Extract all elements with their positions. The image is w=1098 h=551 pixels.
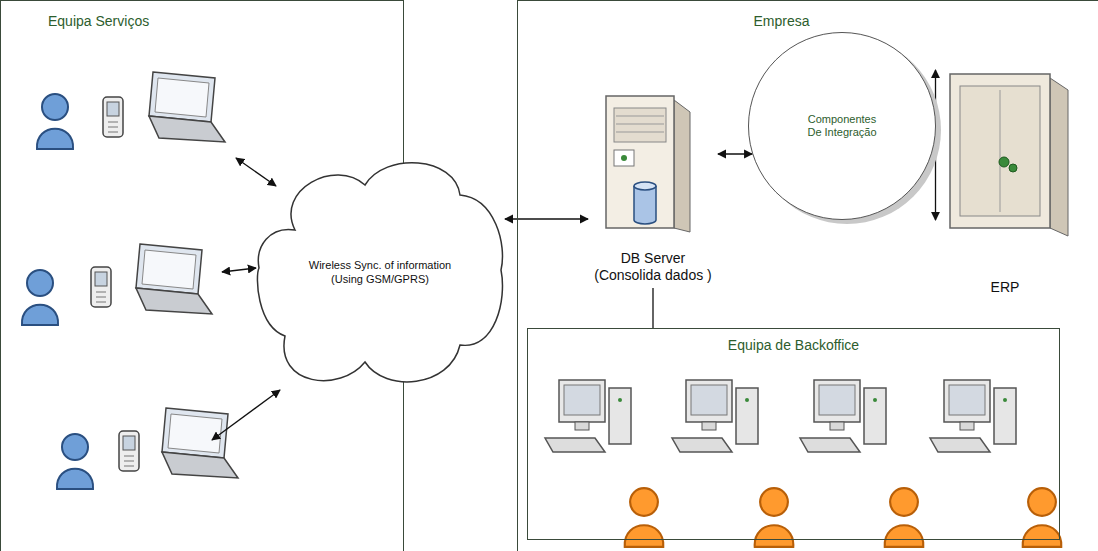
group-title: Equipa Serviços — [48, 13, 149, 30]
connector — [652, 288, 653, 328]
group-title: Empresa — [753, 13, 809, 30]
db-server: DB Server(Consolida dados ) — [588, 88, 718, 288]
node-label: Wireless Sync. of information (Using GSM… — [298, 259, 463, 285]
backoffice-user — [885, 488, 924, 547]
mobile-phone — [103, 97, 123, 137]
group-title: Equipa de Backoffice — [728, 337, 859, 354]
mobile-phone — [91, 267, 111, 307]
erp-server: ERP — [935, 70, 1075, 300]
sync-arrow — [236, 158, 276, 186]
field-user — [37, 94, 73, 149]
node-label: (Consolida dados ) — [594, 267, 712, 284]
backoffice-user — [755, 488, 794, 547]
network-cloud: Wireless Sync. of information (Using GSM… — [255, 150, 505, 395]
node-label: DB Server — [621, 250, 686, 267]
cloud-shape — [257, 163, 502, 382]
connector — [935, 70, 936, 220]
backoffice-group: Equipa de Backoffice — [527, 328, 1060, 540]
desktop-computer — [800, 380, 886, 452]
erp-server-icon — [950, 74, 1068, 236]
node-label: Componentes De Integração — [802, 113, 882, 139]
laptop — [149, 72, 225, 142]
sync-arrow — [212, 390, 280, 440]
integration-circle: Componentes De Integração — [748, 32, 936, 220]
mobile-phone — [119, 431, 139, 471]
backoffice-user — [625, 488, 664, 547]
desktop-computer — [930, 380, 1016, 452]
sync-arrow — [222, 268, 256, 272]
field-user — [57, 434, 93, 489]
node-label: ERP — [991, 279, 1020, 296]
connector — [718, 153, 752, 154]
backoffice-user — [1023, 488, 1062, 547]
laptop — [162, 408, 238, 478]
desktop-computer — [545, 380, 631, 452]
db-server-icon — [606, 96, 690, 232]
field-user — [22, 270, 58, 325]
company-panel: Empresa DB Server(Consolida dados ) Compon… — [517, 0, 1098, 551]
laptop — [136, 244, 212, 314]
desktop-computer — [672, 380, 758, 452]
